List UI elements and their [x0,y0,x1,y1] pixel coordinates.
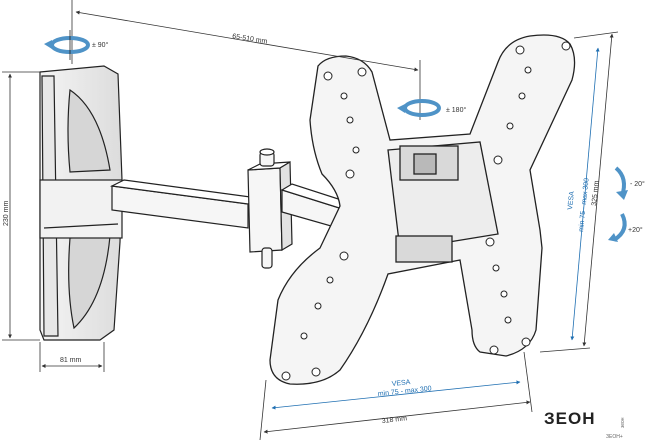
mounting-holes [281,41,571,381]
height-dimension [2,71,40,341]
logo-sub2: ЗЕОН+ [606,434,623,440]
tv-mounting-plate [269,34,576,385]
wall-swivel-rotation-icon [44,30,90,60]
plate-height-label: 325 mm [591,180,601,206]
tilt-up-label: +20° [628,226,643,234]
vesa-vertical-range: min 75 - max 300 [578,178,591,233]
vesa-horizontal-dimension [271,380,521,410]
vesa-vertical-dimension [570,47,600,341]
tilt-down-label: - 20° [630,180,645,188]
depth-label: 81 mm [60,357,82,364]
wall-plate [39,65,123,341]
brand-logo: ЗЕОН зеон ЗЕОН+ [544,409,626,440]
plate-rotation-icon [397,99,441,117]
vesa-horizontal-range: min 75 - max 300 [377,385,432,398]
depth-dimension [39,342,105,372]
logo-sub1: зеон [620,417,626,428]
vesa-vertical-title: VESA [567,191,576,211]
tilt-up-arrow-icon [608,233,618,242]
width-label: 318 mm [381,415,407,425]
vesa-horizontal-title: VESA [391,379,411,388]
tilt-down-arrow-icon [616,190,628,200]
wall-swivel-label: ± 90° [92,41,109,49]
plate-rotation-label: ± 180° [446,106,466,114]
height-label: 230 mm [3,201,10,226]
tilt-rotation-icon [612,166,627,242]
reach-label: 65-510 mm [232,33,268,45]
logo-brand: ЗЕОН [544,409,596,428]
